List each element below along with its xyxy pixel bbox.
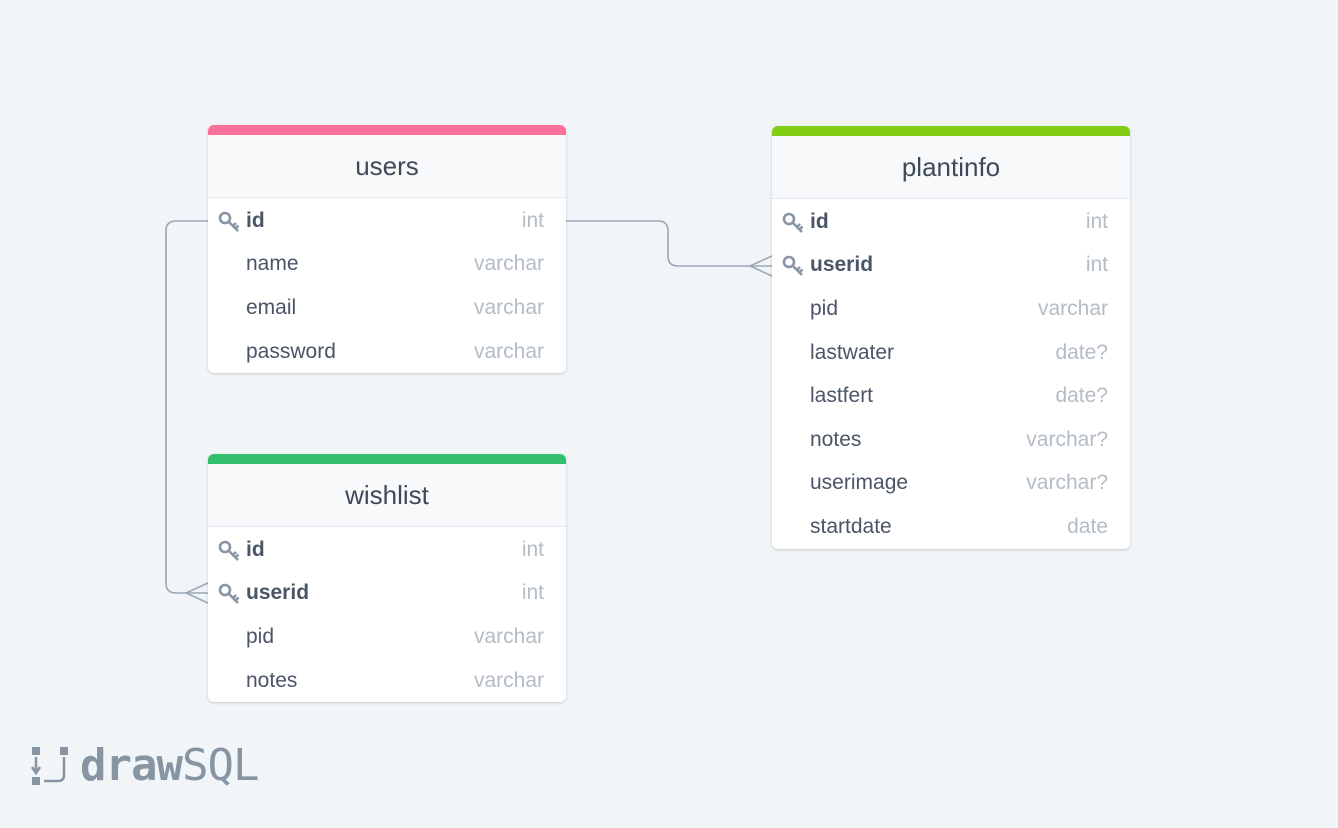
logo-text-sql: SQL (181, 739, 259, 791)
crowfoot-plantinfo-icon (749, 255, 773, 277)
column-type: varchar (473, 668, 544, 692)
key-icon-placeholder (782, 515, 810, 539)
key-icon (782, 210, 810, 234)
column-type: varchar (473, 624, 544, 648)
column-row[interactable]: pid varchar (208, 615, 566, 659)
column-row[interactable]: id int (208, 199, 566, 243)
column-name: notes (810, 427, 862, 451)
key-icon (218, 209, 246, 233)
key-icon (782, 253, 810, 277)
column-row[interactable]: lastfert date? (772, 374, 1130, 418)
column-type: varchar (473, 339, 544, 363)
key-icon-placeholder (218, 296, 246, 320)
column-name: email (246, 295, 297, 319)
column-name: pid (246, 624, 275, 648)
column-row[interactable]: pid varchar (772, 287, 1130, 331)
column-type: int (1085, 253, 1108, 277)
key-icon-placeholder (782, 384, 810, 408)
table-header[interactable]: plantinfo (772, 136, 1130, 199)
column-row[interactable]: startdate date (772, 505, 1130, 549)
table-columns: id int name varchar email varchar password varc… (208, 198, 566, 373)
key-icon (218, 538, 246, 562)
column-type: varchar (473, 252, 544, 276)
table-name: plantinfo (901, 151, 1001, 182)
table-header[interactable]: users (208, 135, 566, 198)
column-name: password (246, 339, 336, 363)
table-name: wishlist (345, 479, 429, 510)
column-type: int (521, 208, 544, 232)
key-icon-placeholder (218, 252, 246, 276)
column-type: date (1067, 514, 1108, 538)
key-icon-placeholder (782, 341, 810, 365)
key-icon-placeholder (218, 669, 246, 693)
column-row[interactable]: userimage varchar? (772, 462, 1130, 506)
table-wishlist[interactable]: wishlist id int userid int pid varchar notes va… (208, 454, 566, 703)
column-row[interactable]: userid int (208, 572, 566, 616)
column-type: varchar? (1026, 427, 1108, 451)
column-name: id (246, 537, 265, 561)
column-name: lastwater (810, 340, 895, 364)
column-name: id (810, 209, 829, 233)
column-type: int (1085, 209, 1108, 233)
column-row[interactable]: password varchar (208, 330, 566, 374)
drawsql-logo-mark-icon (30, 747, 68, 785)
column-row[interactable]: email varchar (208, 286, 566, 330)
column-type: int (521, 537, 544, 561)
column-name: userimage (810, 471, 909, 495)
table-plantinfo[interactable]: plantinfo id int userid int pid varchar lastwa… (772, 126, 1130, 549)
column-type: varchar (473, 295, 544, 319)
column-name: id (246, 208, 265, 232)
column-row[interactable]: notes varchar? (772, 418, 1130, 462)
column-name: name (246, 252, 299, 276)
table-name: users (355, 150, 419, 181)
column-name: notes (246, 668, 298, 692)
column-row[interactable]: id int (208, 528, 566, 572)
key-icon-placeholder (218, 340, 246, 364)
key-icon-placeholder (782, 471, 810, 495)
table-columns: id int userid int pid varchar notes varchar (208, 527, 566, 702)
column-row[interactable]: id int (772, 200, 1130, 244)
table-accent-bar (208, 454, 566, 464)
column-row[interactable]: name varchar (208, 243, 566, 287)
table-accent-bar (208, 125, 566, 135)
key-icon-placeholder (782, 428, 810, 452)
key-icon-placeholder (218, 625, 246, 649)
column-name: userid (810, 253, 874, 277)
column-type: varchar (1037, 296, 1108, 320)
column-name: userid (246, 581, 310, 605)
column-row[interactable]: notes varchar (208, 659, 566, 703)
column-name: startdate (810, 514, 892, 538)
column-name: pid (810, 296, 839, 320)
column-name: lastfert (810, 384, 874, 408)
key-icon (218, 581, 246, 605)
relation-users-plantinfo[interactable] (566, 220, 772, 267)
column-type: date? (1055, 384, 1108, 408)
crowfoot-wishlist-icon (185, 582, 209, 604)
logo-text-draw: draw (80, 739, 183, 791)
table-accent-bar (772, 126, 1130, 136)
relation-users-wishlist[interactable] (165, 220, 208, 594)
column-type: date? (1055, 340, 1108, 364)
key-icon-placeholder (782, 297, 810, 321)
column-row[interactable]: lastwater date? (772, 331, 1130, 375)
column-type: int (521, 581, 544, 605)
drawsql-logo[interactable]: draw SQL (30, 739, 259, 791)
column-type: varchar? (1026, 471, 1108, 495)
table-header[interactable]: wishlist (208, 464, 566, 527)
column-row[interactable]: userid int (772, 244, 1130, 288)
